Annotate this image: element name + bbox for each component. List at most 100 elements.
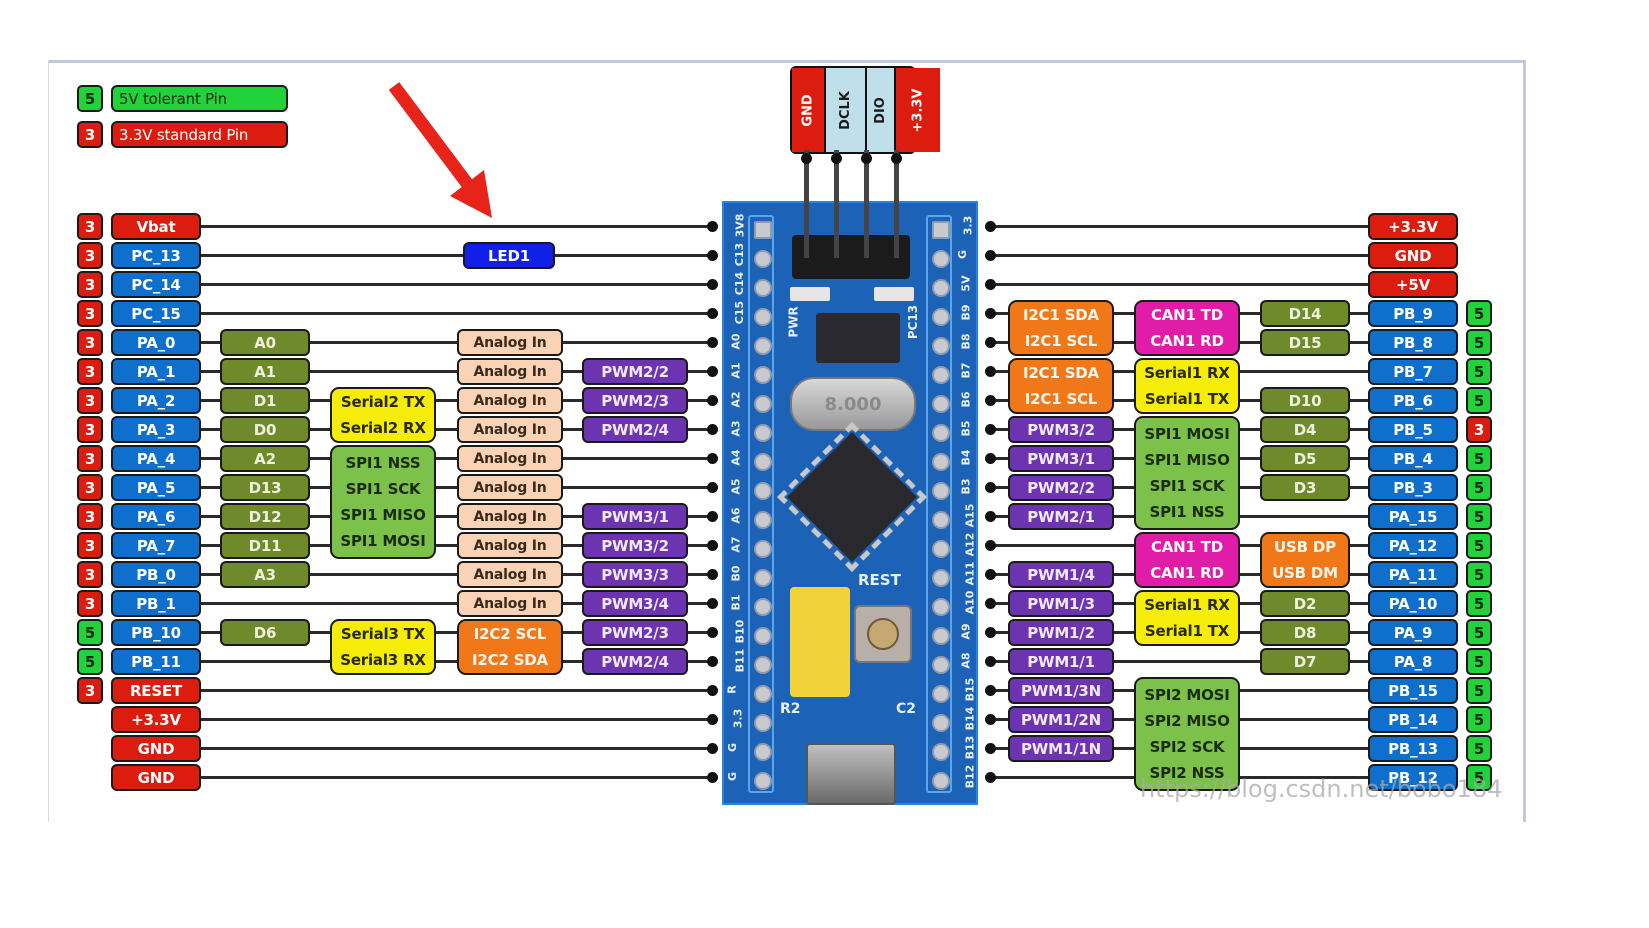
header-pad [754,250,772,268]
header-pad [754,308,772,326]
legend-code-badge: 5 [77,85,103,112]
pin-label-pb9: PB_9 [1368,300,1458,327]
function-group-line: Serial1 RX [1144,364,1230,382]
pin-function: PWM3/2 [1008,416,1114,443]
pin-function: D4 [1260,416,1350,443]
tolerance-badge: 3 [77,590,103,617]
micro-usb-port[interactable] [806,743,896,805]
swd-pin-leg [804,150,809,258]
swd-pin-leg [864,150,869,258]
header-pad [932,250,950,268]
left-pin-wire [200,341,710,344]
silkscreen-pin-label: 3.3 [961,215,975,236]
tolerance-badge: 3 [77,329,103,356]
pin-function: PWM1/2N [1008,706,1114,733]
pin-function: PWM1/1N [1008,735,1114,762]
tolerance-badge: 5 [1466,561,1492,588]
wire-end-dot [707,395,718,406]
tolerance-badge: 5 [1466,387,1492,414]
swd-pin-label: DCLK [838,90,854,130]
silkscreen-pin-label: B3 [959,478,973,495]
c2-label: C2 [896,701,917,717]
wire-end-dot [707,540,718,551]
function-group-line: I2C1 SCL [1024,390,1098,408]
tolerance-badge: 3 [77,358,103,385]
function-group-line: SPI1 MISO [1144,451,1230,469]
header-pad [754,424,772,442]
pin-function: PWM3/4 [582,590,688,617]
wire-end-dot [707,366,718,377]
silkscreen-pin-label: B15 [963,677,977,702]
silkscreen-pin-label: A12 [963,532,977,557]
swd-pin-33v: +3.3V [895,68,940,152]
pin-label-pa1: PA_1 [111,358,201,385]
header-pad [932,714,950,732]
pin-function: D10 [1260,387,1350,414]
pin-label-pa10: PA_10 [1368,590,1458,617]
silkscreen-pin-label: B9 [959,304,973,321]
header-pad [932,482,950,500]
function-group-line: SPI1 MISO [340,506,426,524]
left-pin-wire [200,312,710,315]
right-pin-header [926,215,952,793]
pin-function: PWM3/1 [1008,445,1114,472]
function-group-line: CAN1 TD [1150,306,1224,324]
tolerance-badge: 3 [77,503,103,530]
pc13-label: PC13 [906,304,921,340]
wire-end-dot [985,627,996,638]
pin-function: PWM2/4 [582,416,688,443]
left-pin-header [748,215,774,793]
pin-label-pb8: PB_8 [1368,329,1458,356]
pin-function: D7 [1260,648,1350,675]
pin-label-gnd: GND [111,764,201,791]
swd-pin-gnd: GND [792,68,827,152]
reset-button[interactable] [854,605,912,663]
silkscreen-pin-label: B10 [733,619,747,644]
wire-end-dot [985,279,996,290]
header-pad [754,714,772,732]
function-group-line: Serial3 RX [340,651,426,669]
pin-function: D0 [220,416,310,443]
function-group-line: CAN1 RD [1150,332,1224,350]
header-pad [932,453,950,471]
tolerance-badge: 5 [1466,358,1492,385]
header-pad [754,482,772,500]
tolerance-badge: 3 [1466,416,1492,443]
wire-end-dot [985,569,996,580]
function-group-line: Serial1 TX [1144,622,1230,640]
header-pad [932,540,950,558]
pin-function: D6 [220,619,310,646]
header-pad [932,424,950,442]
silkscreen-pin-label: A6 [729,507,743,524]
silkscreen-pin-label: A0 [729,333,743,350]
right-pin-wire [990,225,1370,228]
pin-label-pb12: PB_12 [1368,764,1458,791]
tolerance-badge: 5 [1466,677,1492,704]
header-pad [932,279,950,297]
left-pin-wire [200,573,710,576]
silkscreen-pin-label: A4 [729,449,743,466]
pin-function: D11 [220,532,310,559]
header-pad [932,627,950,645]
r2-label: R2 [780,701,801,717]
silkscreen-pin-label: C14 [733,271,747,296]
left-pin-wire [200,428,710,431]
pin-label-pa5: PA_5 [111,474,201,501]
swd-pin-dot [831,153,842,164]
wire-end-dot [985,221,996,232]
wire-end-dot [707,656,718,667]
red-arrow-icon [388,82,492,218]
wire-end-dot [707,772,718,783]
tolerance-badge: 3 [77,242,103,269]
pwr-led [790,287,830,301]
pin-function: A2 [220,445,310,472]
tolerance-badge: 3 [77,416,103,443]
function-group-line: SPI2 NSS [1149,764,1225,782]
function-group-line: SPI1 MOSI [1144,425,1230,443]
function-group-line: SPI1 SCK [345,480,421,498]
